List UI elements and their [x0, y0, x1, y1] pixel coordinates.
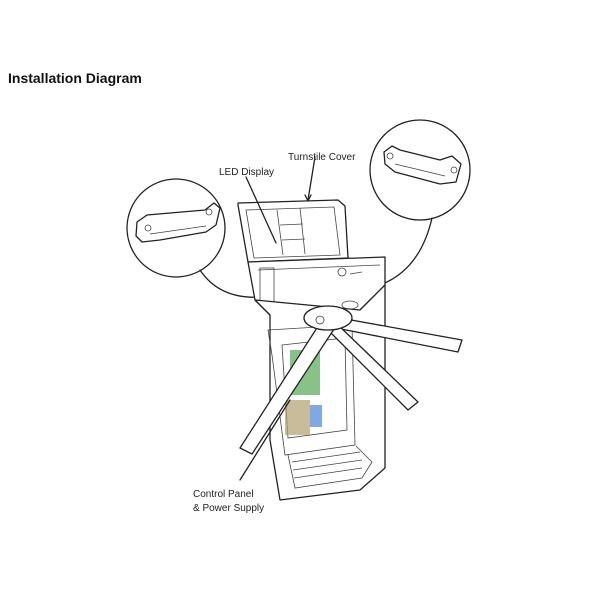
bracket-detail-left — [126, 178, 263, 298]
diagram-title: Installation Diagram — [8, 70, 142, 86]
label-turnstile-cover: Turnstile Cover — [288, 152, 356, 163]
label-power-supply: & Power Supply — [193, 503, 265, 514]
label-control-panel: Control Panel — [193, 489, 254, 500]
tripod-arms — [239, 300, 463, 455]
bracket-detail-right — [369, 119, 471, 286]
turnstile-cover — [237, 156, 349, 263]
label-led-display: LED Display — [219, 167, 275, 178]
